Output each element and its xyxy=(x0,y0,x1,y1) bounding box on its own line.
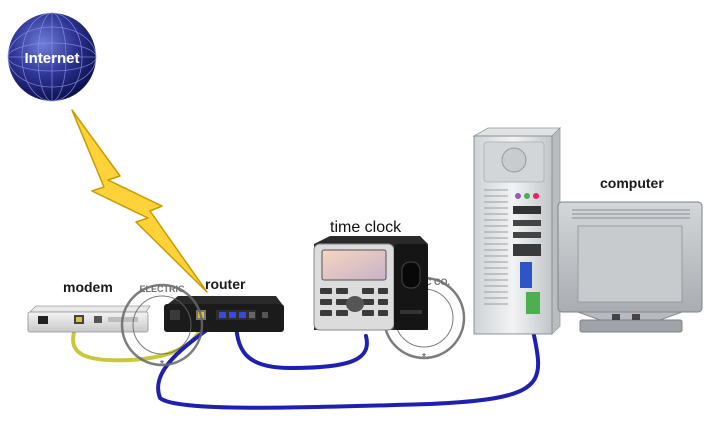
time-clock-device xyxy=(313,236,428,331)
internet-label: Internet xyxy=(24,50,79,67)
svg-text:*: * xyxy=(422,352,426,363)
router-label: router xyxy=(205,276,246,292)
computer-monitor-device xyxy=(557,201,703,333)
watermark-stamp-left: ELECTRIC * xyxy=(120,283,204,370)
router-timeclock-cable xyxy=(234,316,369,371)
svg-text:ELECTRIC: ELECTRIC xyxy=(140,284,186,294)
computer-label: computer xyxy=(600,175,664,191)
modem-device xyxy=(27,305,151,333)
lightning-bolt-icon xyxy=(71,109,208,293)
computer-tower-device xyxy=(472,127,561,335)
internet-globe-icon xyxy=(7,12,97,102)
time-clock-label: time clock xyxy=(330,219,402,236)
router-device xyxy=(164,296,284,332)
modem-label: modem xyxy=(63,279,113,295)
cables xyxy=(71,223,541,410)
svg-text:*: * xyxy=(160,359,164,370)
router-computer-cable xyxy=(156,223,541,410)
